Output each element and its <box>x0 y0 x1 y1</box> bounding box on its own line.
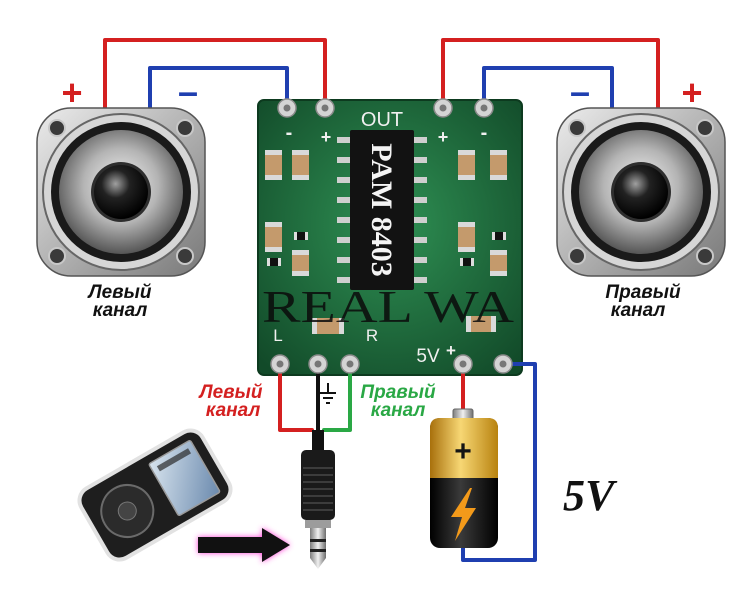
chip-pin <box>414 177 427 183</box>
chip-pin <box>337 277 350 283</box>
chip-pin <box>414 197 427 203</box>
chip-pins-right <box>414 137 427 283</box>
arrow-right-icon <box>198 528 290 562</box>
chip-pin <box>337 237 350 243</box>
right-speaker-label-line2: канал <box>611 300 666 321</box>
right-speaker-minus-sign: – <box>570 71 590 112</box>
chip-pin <box>337 177 350 183</box>
right-speaker-label-line1: Правый <box>605 282 681 303</box>
right-speaker-label: Правый канал <box>605 282 681 321</box>
capacitor <box>490 250 507 276</box>
audio-jack-icon <box>301 430 335 569</box>
input-right-label: R <box>366 326 378 345</box>
left-speaker-label-line2: канал <box>93 300 148 321</box>
pad-power-minus <box>493 354 513 374</box>
board-pads <box>270 98 513 374</box>
left-speaker-label-line1: Левый <box>87 282 152 303</box>
input-left-channel-label: Левый канал <box>198 382 263 421</box>
left-speaker-plus-sign: + <box>61 72 82 113</box>
right-speaker-negative-wire <box>482 66 614 114</box>
pad-right-output-minus <box>474 98 494 118</box>
capacitor <box>490 150 507 180</box>
left-output-minus-label: - <box>286 122 293 144</box>
input-right-channel-label: Правый канал <box>360 382 436 421</box>
amplifier-board: OUT - + + - <box>257 99 523 376</box>
chip-pin <box>337 257 350 263</box>
chip-pin <box>414 277 427 283</box>
right-speaker-positive-wire <box>441 38 660 114</box>
chip-label: PAM 8403 <box>365 143 398 277</box>
pad-right-output-plus <box>433 98 453 118</box>
output-label: OUT <box>361 109 403 131</box>
right-output-minus-label: - <box>481 122 488 144</box>
right-speaker-icon <box>556 107 726 277</box>
capacitor <box>292 150 309 180</box>
left-speaker-icon <box>36 107 206 277</box>
chip-icon: PAM 8403 <box>337 130 427 290</box>
capacitor <box>292 250 309 276</box>
media-player-icon <box>77 428 233 562</box>
resistors <box>267 232 506 266</box>
left-output-plus-label: + <box>321 127 332 147</box>
resistor <box>460 258 474 266</box>
resistor <box>294 232 308 240</box>
chip-pin <box>414 217 427 223</box>
chip-pin <box>414 137 427 143</box>
chip-pin <box>414 257 427 263</box>
capacitor <box>265 150 282 180</box>
pad-input-left <box>270 354 290 374</box>
chip-pin <box>337 217 350 223</box>
capacitor <box>458 222 475 252</box>
chip-body <box>350 130 414 290</box>
right-channel-input-wire <box>322 362 352 432</box>
battery-icon: + <box>430 408 498 548</box>
left-speaker-label: Левый канал <box>87 282 152 321</box>
left-speaker-minus-sign: – <box>178 71 198 112</box>
capacitor <box>265 222 282 252</box>
left-speaker-positive-wire <box>103 38 327 114</box>
chip-pin <box>337 197 350 203</box>
right-speaker-plus-sign: + <box>681 72 702 113</box>
input-right-channel-line2: канал <box>371 400 426 421</box>
watermark: REAL WA <box>262 281 514 332</box>
pad-left-output-minus <box>277 98 297 118</box>
input-left-label: L <box>273 326 282 345</box>
input-left-channel-line1: Левый <box>198 382 263 403</box>
input-right-channel-line1: Правый <box>360 382 436 403</box>
chip-pins-left <box>337 137 350 283</box>
pad-input-right <box>340 354 360 374</box>
chip-pin <box>337 157 350 163</box>
capacitor <box>312 318 344 334</box>
capacitor <box>466 316 496 332</box>
battery-plus-sign: + <box>454 435 472 468</box>
pad-power-plus <box>453 354 473 374</box>
chip-pin <box>414 237 427 243</box>
pad-left-output-plus <box>315 98 335 118</box>
capacitor <box>458 150 475 180</box>
left-speaker-negative-wire <box>148 66 289 114</box>
output-wires <box>103 38 660 114</box>
resistor <box>492 232 506 240</box>
chip-pin <box>337 137 350 143</box>
capacitors <box>265 150 507 334</box>
input-and-power-wires <box>278 362 537 562</box>
power-label: 5V <box>416 346 440 367</box>
lightning-icon <box>451 488 476 541</box>
power-negative-wire <box>461 362 537 562</box>
chip-pin <box>414 157 427 163</box>
input-left-channel-line2: канал <box>206 400 261 421</box>
pad-input-ground <box>308 354 328 374</box>
supply-voltage-label: 5V <box>563 471 618 520</box>
right-output-plus-label: + <box>438 127 449 147</box>
power-plus-label: + <box>446 341 456 360</box>
ground-icon <box>320 383 336 404</box>
resistor <box>267 258 281 266</box>
left-channel-input-wire <box>278 362 314 432</box>
